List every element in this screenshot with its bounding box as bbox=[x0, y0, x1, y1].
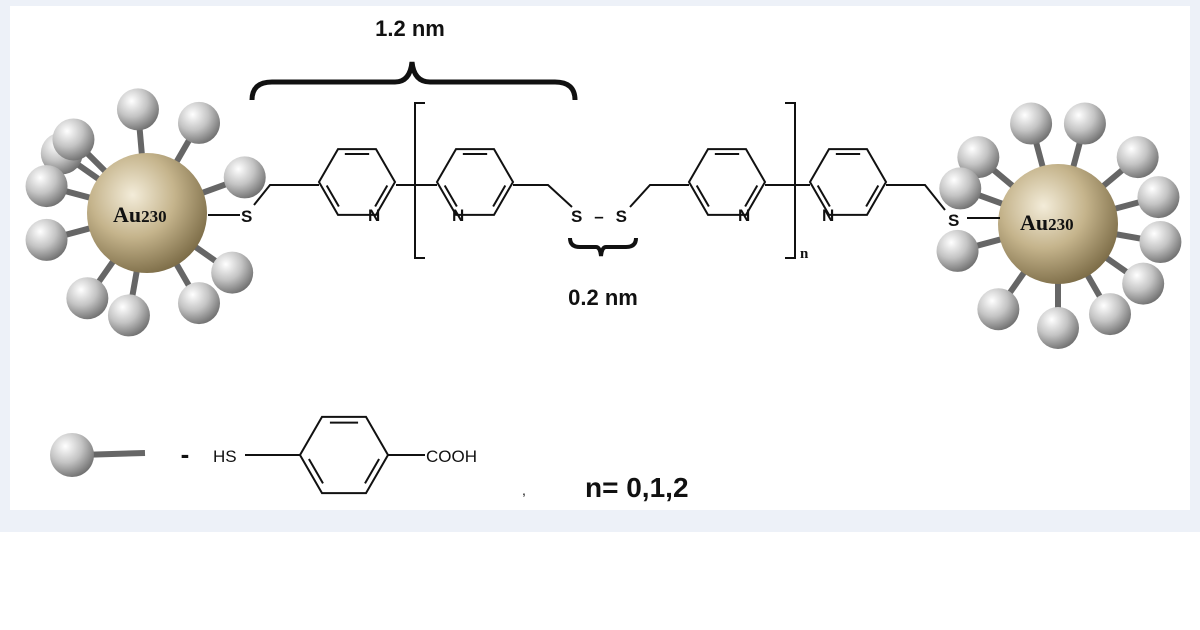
ligand-ball-icon bbox=[178, 282, 220, 325]
ligand-ball-icon bbox=[1089, 293, 1131, 336]
ligand-ball-icon bbox=[116, 88, 159, 131]
nitrogen-atom-1: N bbox=[368, 206, 380, 225]
repeat-values-label: n= 0,1,2 bbox=[585, 472, 689, 503]
ligand-ball-icon bbox=[52, 118, 95, 161]
double-bond bbox=[744, 184, 759, 208]
gold-core bbox=[998, 164, 1118, 284]
legend-acid-label: COOH bbox=[426, 447, 477, 466]
ligand-ball-icon bbox=[1063, 102, 1106, 145]
ring-outline bbox=[435, 148, 515, 216]
ligand-ball-icon bbox=[1139, 221, 1182, 264]
double-bond bbox=[325, 184, 340, 208]
ligand-ball-icon bbox=[178, 101, 220, 144]
ligand-ball-icon bbox=[1010, 102, 1053, 145]
legend-thiol-label: HS bbox=[213, 447, 237, 466]
ligand-ball-icon bbox=[1137, 176, 1180, 219]
nitrogen-atom-4: N bbox=[822, 206, 834, 225]
double-bond bbox=[374, 184, 389, 208]
sulfur-atom-right: S bbox=[948, 211, 959, 230]
ring-outline bbox=[298, 415, 390, 495]
double-bond bbox=[364, 458, 380, 484]
ring-outline bbox=[808, 148, 888, 216]
ligand-ball-icon bbox=[977, 288, 1020, 331]
particle-label-right: Au230 bbox=[1020, 210, 1074, 235]
repeat-bracket-open bbox=[414, 102, 425, 259]
length-label-long: 1.2 nm bbox=[375, 16, 445, 41]
ligand-ball-icon bbox=[107, 294, 150, 337]
linker-chain bbox=[208, 184, 1000, 219]
disulfide-bond-label: S–S bbox=[571, 207, 627, 226]
length-label-short: 0.2 nm bbox=[568, 285, 638, 310]
length-brace-long bbox=[249, 61, 578, 101]
double-bond bbox=[492, 184, 507, 208]
pyridine-rings bbox=[317, 148, 888, 216]
double-bond bbox=[443, 184, 458, 208]
legend-ligand-ball-icon bbox=[50, 433, 94, 477]
ligand-legend: - HS COOH , n= 0,1,2 bbox=[50, 415, 689, 503]
particle-label-left: Au230 bbox=[113, 202, 167, 227]
nitrogen-atom-3: N bbox=[738, 206, 750, 225]
double-bond bbox=[865, 184, 880, 208]
ligand-ball-icon bbox=[25, 165, 68, 208]
ring-outline bbox=[687, 148, 767, 216]
legend-dash: - bbox=[181, 439, 190, 469]
repeat-bracket-close bbox=[785, 102, 796, 259]
ligand-ball-icon bbox=[1116, 136, 1159, 179]
gold-nanoparticle-left bbox=[25, 88, 266, 337]
ligand-ball-icon bbox=[1122, 262, 1165, 305]
benzene-ring bbox=[298, 415, 390, 495]
ligand-ball-icon bbox=[223, 156, 266, 199]
double-bond bbox=[695, 184, 710, 208]
legend-comma: , bbox=[522, 482, 526, 498]
repeat-index: n bbox=[800, 246, 809, 262]
ligand-ball-icon bbox=[957, 136, 1000, 179]
ligand-ball-icon bbox=[211, 251, 254, 294]
double-bond bbox=[308, 458, 324, 484]
ligand-ball-icon bbox=[66, 277, 109, 320]
double-bond bbox=[816, 184, 831, 208]
ring-outline bbox=[317, 148, 397, 216]
nitrogen-atom-2: N bbox=[452, 206, 464, 225]
length-brace-short bbox=[568, 237, 638, 257]
gold-core bbox=[87, 153, 207, 273]
sulfur-atom-left: S bbox=[241, 207, 252, 226]
ligand-ball-icon bbox=[939, 167, 982, 210]
ligand-ball-icon bbox=[25, 218, 68, 261]
ligand-ball-icon bbox=[1037, 307, 1079, 349]
ligand-ball-icon bbox=[936, 229, 979, 272]
gold-nanoparticle-right bbox=[936, 102, 1182, 349]
